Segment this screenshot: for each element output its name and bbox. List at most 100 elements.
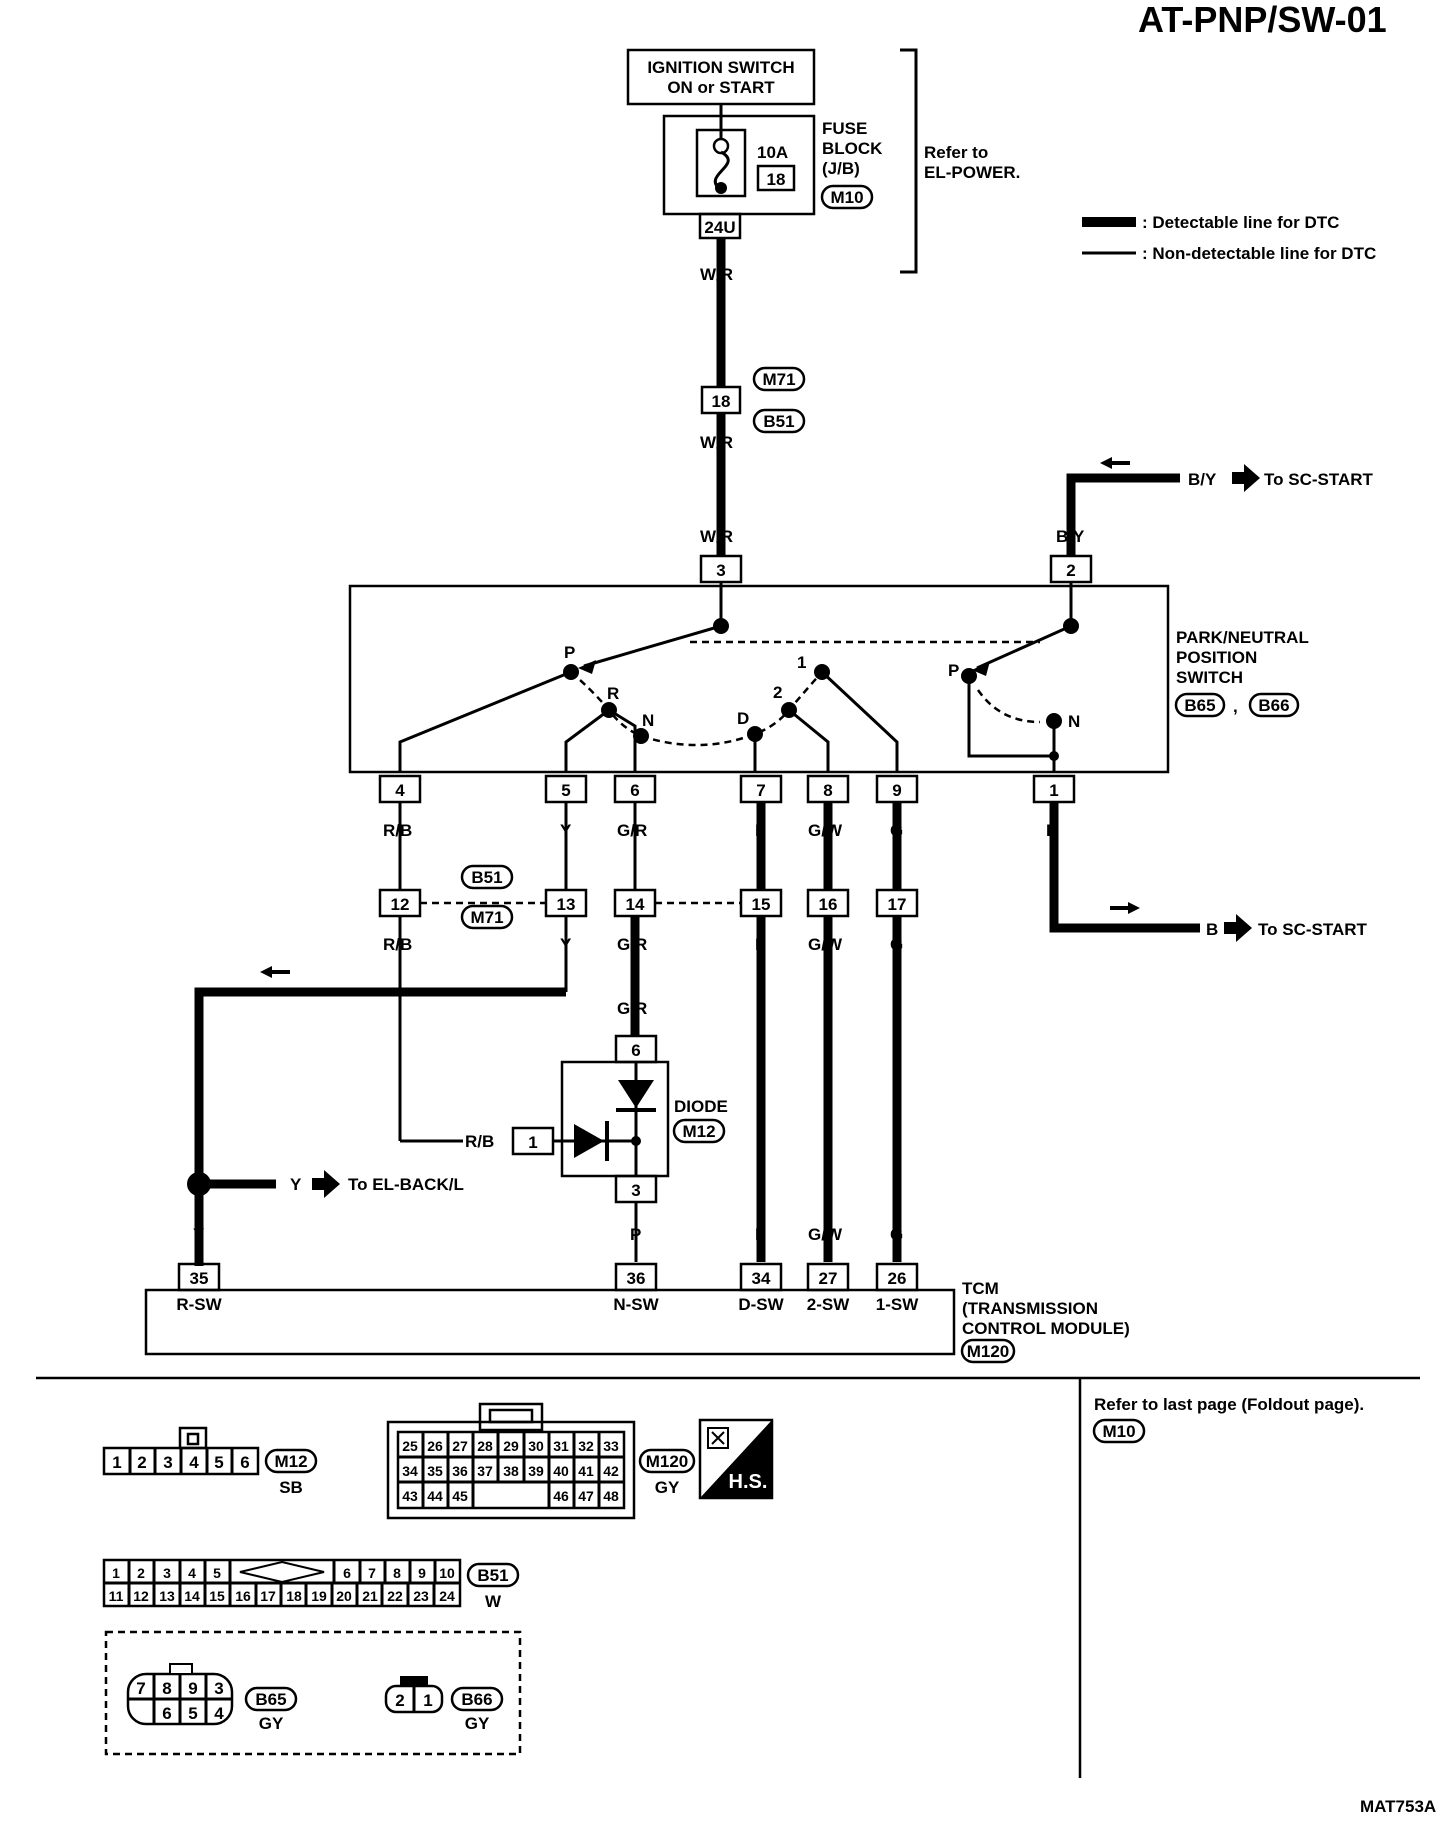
connector-view-b66: 2 1 B66 GY bbox=[384, 1676, 504, 1733]
tcm-term-nsw: N-SW bbox=[613, 1295, 659, 1314]
fuse-amp: 10A bbox=[757, 143, 788, 162]
pos-p-right: P bbox=[948, 661, 959, 680]
m120-r3-c8: 47 bbox=[578, 1488, 594, 1504]
m120-r3-c9: 48 bbox=[603, 1488, 619, 1504]
conn-m71-mid: M71 bbox=[470, 908, 503, 927]
ignition-switch: IGNITION SWITCH ON or START bbox=[626, 48, 816, 106]
b51-r1-c5: 5 bbox=[213, 1565, 221, 1581]
pnp-bottom-pins: 4 5 6 7 8 9 1 bbox=[378, 774, 1076, 804]
wire-gr-3: G/R bbox=[617, 999, 647, 1018]
m120-r1-c3: 27 bbox=[452, 1438, 468, 1454]
b51-r1-c1: 1 bbox=[112, 1565, 120, 1581]
diode-pin-6: 6 bbox=[631, 1041, 640, 1060]
diode: 6 1 3 DIODE M12 bbox=[511, 1034, 728, 1204]
conn-m71-top: M71 bbox=[762, 370, 795, 389]
b65-r2-c3: 4 bbox=[214, 1704, 224, 1723]
joint-pin-17: 17 bbox=[888, 895, 907, 914]
joint-pin-12: 12 bbox=[391, 895, 410, 914]
diode-pin-1: 1 bbox=[528, 1133, 537, 1152]
pnp-label-1: PARK/NEUTRAL bbox=[1176, 628, 1309, 647]
b51-r2-c9: 19 bbox=[311, 1588, 327, 1604]
m120-r1-c5: 29 bbox=[503, 1438, 519, 1454]
wire-gr-2: G/R bbox=[617, 935, 647, 954]
hs-label: H.S. bbox=[729, 1471, 768, 1493]
wire-rb-1: R/B bbox=[383, 821, 412, 840]
joint-pin-14: 14 bbox=[626, 895, 645, 914]
wire-y-3: Y bbox=[290, 1175, 302, 1194]
tcm-term-rsw: R-SW bbox=[176, 1295, 222, 1314]
m120-r2-c4: 37 bbox=[477, 1463, 493, 1479]
diode-label: DIODE bbox=[674, 1097, 728, 1116]
joint-pin-13: 13 bbox=[557, 895, 576, 914]
m120-r3-c3: 45 bbox=[452, 1488, 468, 1504]
fuse-pin: 24U bbox=[704, 218, 735, 237]
b51-r2-c7: 17 bbox=[260, 1588, 276, 1604]
pos-1: 1 bbox=[797, 653, 806, 672]
tcm-term-2sw: 2-SW bbox=[807, 1295, 850, 1314]
b51-r2-c13: 23 bbox=[413, 1588, 429, 1604]
wire-gw-1: G/W bbox=[808, 821, 843, 840]
b66-cell-2: 2 bbox=[395, 1691, 404, 1710]
b65-view-color: GY bbox=[259, 1714, 284, 1733]
m120-view-label: M120 bbox=[646, 1452, 689, 1471]
pnp-pin-3: 3 bbox=[716, 561, 725, 580]
m12-cell-1: 1 bbox=[112, 1453, 121, 1472]
pin-18: 18 bbox=[712, 392, 731, 411]
diode-pin-3: 3 bbox=[631, 1181, 640, 1200]
wire-rb-2: R/B bbox=[383, 935, 412, 954]
b51-r1-c4: 4 bbox=[188, 1565, 196, 1581]
m120-r2-c7: 40 bbox=[553, 1463, 569, 1479]
to-sc-start-2: To SC-START bbox=[1258, 920, 1368, 939]
connector-view-m120: 25 26 27 28 29 30 31 32 33 34 35 36 37 3… bbox=[386, 1402, 696, 1520]
m120-r1-c1: 25 bbox=[402, 1438, 418, 1454]
figure-code: MAT753A bbox=[1360, 1797, 1436, 1816]
pnp-label-3: SWITCH bbox=[1176, 668, 1243, 687]
b51-r2-c8: 18 bbox=[286, 1588, 302, 1604]
wire-l-3: L bbox=[755, 1225, 765, 1244]
pnp-pin-4: 4 bbox=[395, 781, 405, 800]
page-title: AT-PNP/SW-01 bbox=[1138, 0, 1387, 40]
tcm-term-dsw: D-SW bbox=[738, 1295, 784, 1314]
m120-view-color: GY bbox=[655, 1478, 680, 1497]
tcm-pin-26: 26 bbox=[888, 1269, 907, 1288]
b66-view-label: B66 bbox=[461, 1690, 492, 1709]
fuse-label-1: FUSE bbox=[822, 119, 867, 138]
wire-g-1: G bbox=[890, 821, 903, 840]
m12-cell-3: 3 bbox=[163, 1453, 172, 1472]
pnp-pin-8: 8 bbox=[823, 781, 832, 800]
b51-r2-c12: 22 bbox=[387, 1588, 403, 1604]
b51-r1-c9: 9 bbox=[418, 1565, 426, 1581]
m12-view-label: M12 bbox=[274, 1452, 307, 1471]
b51-view-color: W bbox=[485, 1592, 502, 1611]
b66-view-color: GY bbox=[465, 1714, 490, 1733]
wire-b-1: B bbox=[1046, 821, 1058, 840]
m120-r2-c8: 41 bbox=[578, 1463, 594, 1479]
wire-gw-2: G/W bbox=[808, 935, 843, 954]
b51-r2-c2: 12 bbox=[133, 1588, 149, 1604]
ignition-line2: ON or START bbox=[667, 78, 775, 97]
b51-r1-c10: 10 bbox=[439, 1565, 455, 1581]
m120-r2-c3: 36 bbox=[452, 1463, 468, 1479]
pnp-label-2: POSITION bbox=[1176, 648, 1257, 667]
to-sc-start-1: To SC-START bbox=[1264, 470, 1374, 489]
connector-view-m12: 1 2 3 4 5 6 M12 SB bbox=[102, 1426, 318, 1497]
pnp-conn-b66: B66 bbox=[1258, 696, 1289, 715]
tcm-pin-36: 36 bbox=[627, 1269, 646, 1288]
b65-r2-c2: 5 bbox=[188, 1704, 197, 1723]
fuse-label-3: (J/B) bbox=[822, 159, 860, 178]
tcm: 35 36 34 27 26 R-SW N-SW D-SW 2-SW 1-SW … bbox=[144, 1262, 1130, 1364]
wire-l-1: L bbox=[755, 821, 765, 840]
m120-r2-c9: 42 bbox=[603, 1463, 619, 1479]
legend-non-detectable: : Non-detectable line for DTC bbox=[1142, 244, 1376, 263]
pnp-conn-b65: B65 bbox=[1184, 696, 1215, 715]
pnp-pin-5: 5 bbox=[561, 781, 570, 800]
conn-b51-mid: B51 bbox=[471, 868, 502, 887]
b51-r1-c2: 2 bbox=[137, 1565, 145, 1581]
b51-r1-c7: 7 bbox=[368, 1565, 376, 1581]
tcm-label-1: TCM bbox=[962, 1279, 999, 1298]
tcm-conn-m120: M120 bbox=[967, 1342, 1010, 1361]
m120-r3-c1: 43 bbox=[402, 1488, 418, 1504]
foldout-note: Refer to last page (Foldout page). bbox=[1094, 1395, 1364, 1414]
m120-r1-c2: 26 bbox=[427, 1438, 443, 1454]
wire-wr-1: W/R bbox=[700, 265, 733, 284]
